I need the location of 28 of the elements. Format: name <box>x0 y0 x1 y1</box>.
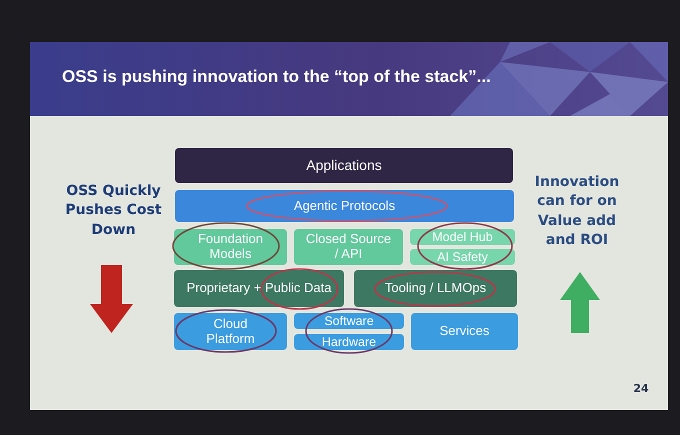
slide-title: OSS is pushing innovation to the “top of the stack”... <box>62 66 491 88</box>
layer-label: Tooling / LLMOps <box>384 281 486 296</box>
layer-label: Closed Source / API <box>304 232 392 262</box>
stack-layer-box <box>294 229 403 265</box>
stack-layer-box <box>354 270 517 307</box>
stack-layer-box <box>411 313 518 350</box>
layer-label: AI Safety <box>437 250 488 264</box>
layer-label: Hardware <box>322 334 376 350</box>
stack-layer-box <box>294 313 404 329</box>
layer-label: Applications <box>306 157 382 174</box>
stack-layer-box <box>175 148 513 183</box>
stack-layer-box <box>294 334 404 350</box>
page-number: 24 <box>632 381 650 396</box>
stack-layer-box <box>174 270 344 307</box>
layer-label: Foundation Models <box>196 232 264 262</box>
layer-label: Services <box>440 324 490 339</box>
stack-layer-box <box>410 229 515 245</box>
layer-label: Agentic Protocols <box>294 198 396 214</box>
stack-layer-box <box>174 313 287 350</box>
stack-layer-box <box>175 190 514 222</box>
side-note: OSS Quickly Pushes Cost Down <box>65 182 162 240</box>
layer-label: Model Hub <box>432 230 493 244</box>
stack-layer-box <box>174 229 287 265</box>
stack-layer-box <box>410 249 515 265</box>
side-note: Innovation can for on Value add and ROI <box>534 173 620 250</box>
layer-label: Cloud Platform <box>205 316 256 346</box>
layer-label: Software <box>324 314 374 328</box>
layer-label: Proprietary + Public Data <box>186 281 332 296</box>
